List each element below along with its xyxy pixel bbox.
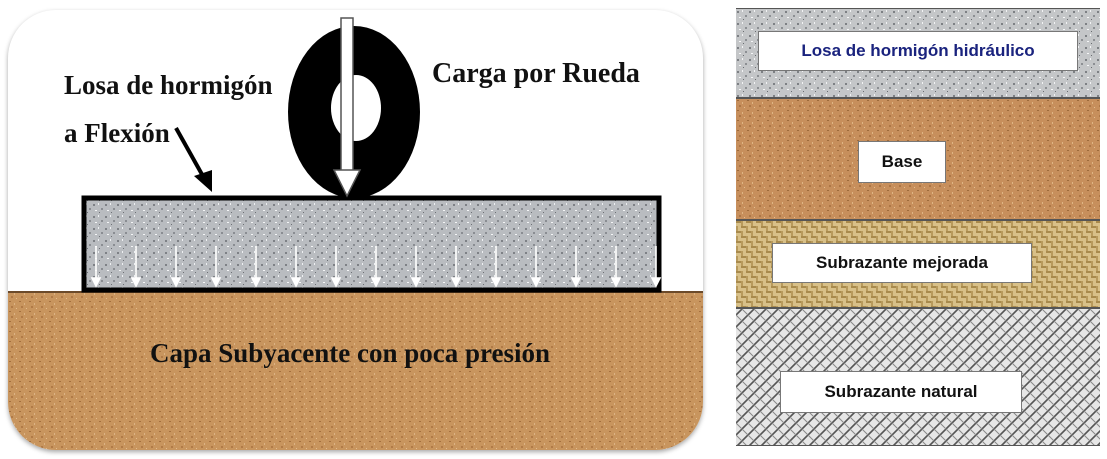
underlying-layer-label: Capa Subyacente con poca presión [150,338,551,368]
pressure-arrow-head [650,277,662,288]
pressure-arrow-head [170,277,182,288]
pressure-arrow-head [130,277,142,288]
load-arrow [332,17,362,198]
layer-label-improved-subgrade: Subrazante mejorada [772,243,1032,283]
pressure-arrows [90,246,662,288]
slab-label-line2: a Flexión [64,118,170,148]
pressure-arrow-head [250,277,262,288]
layer-natural-subgrade: Subrazante natural [736,308,1100,446]
pressure-arrow-head [330,277,342,288]
pressure-arrow-head [490,277,502,288]
layer-base: Base [736,98,1100,220]
layer-label-base: Base [858,141,946,183]
pressure-arrow-head [210,277,222,288]
pressure-arrow-head [450,277,462,288]
concrete-slab [81,195,662,293]
layer-label-concrete: Losa de hormigón hidráulico [758,31,1078,71]
pressure-arrow-head [570,277,582,288]
pavement-layer-stack: Losa de hormigón hidráulico Base [736,8,1100,448]
pressure-arrow-head [290,277,302,288]
slab-pointer-arrow [174,127,212,192]
pressure-arrow-head [530,277,542,288]
underlying-layer [8,292,703,450]
wheel-load-label: Carga por Rueda [432,58,640,89]
pressure-arrow-head [370,277,382,288]
layer-concrete-slab: Losa de hormigón hidráulico [736,8,1100,98]
pressure-arrow-head [90,277,102,288]
slab-label-line1: Losa de hormigón [64,70,273,100]
layer-improved-subgrade: Subrazante mejorada [736,220,1100,308]
pressure-arrow-head [610,277,622,288]
slab-flexion-diagram: Losa de hormigón a Flexión Carga por Rue… [8,10,703,450]
slab-diagram-graphic [8,17,703,450]
pressure-arrow-head [410,277,422,288]
layer-label-natural-subgrade: Subrazante natural [780,371,1022,413]
